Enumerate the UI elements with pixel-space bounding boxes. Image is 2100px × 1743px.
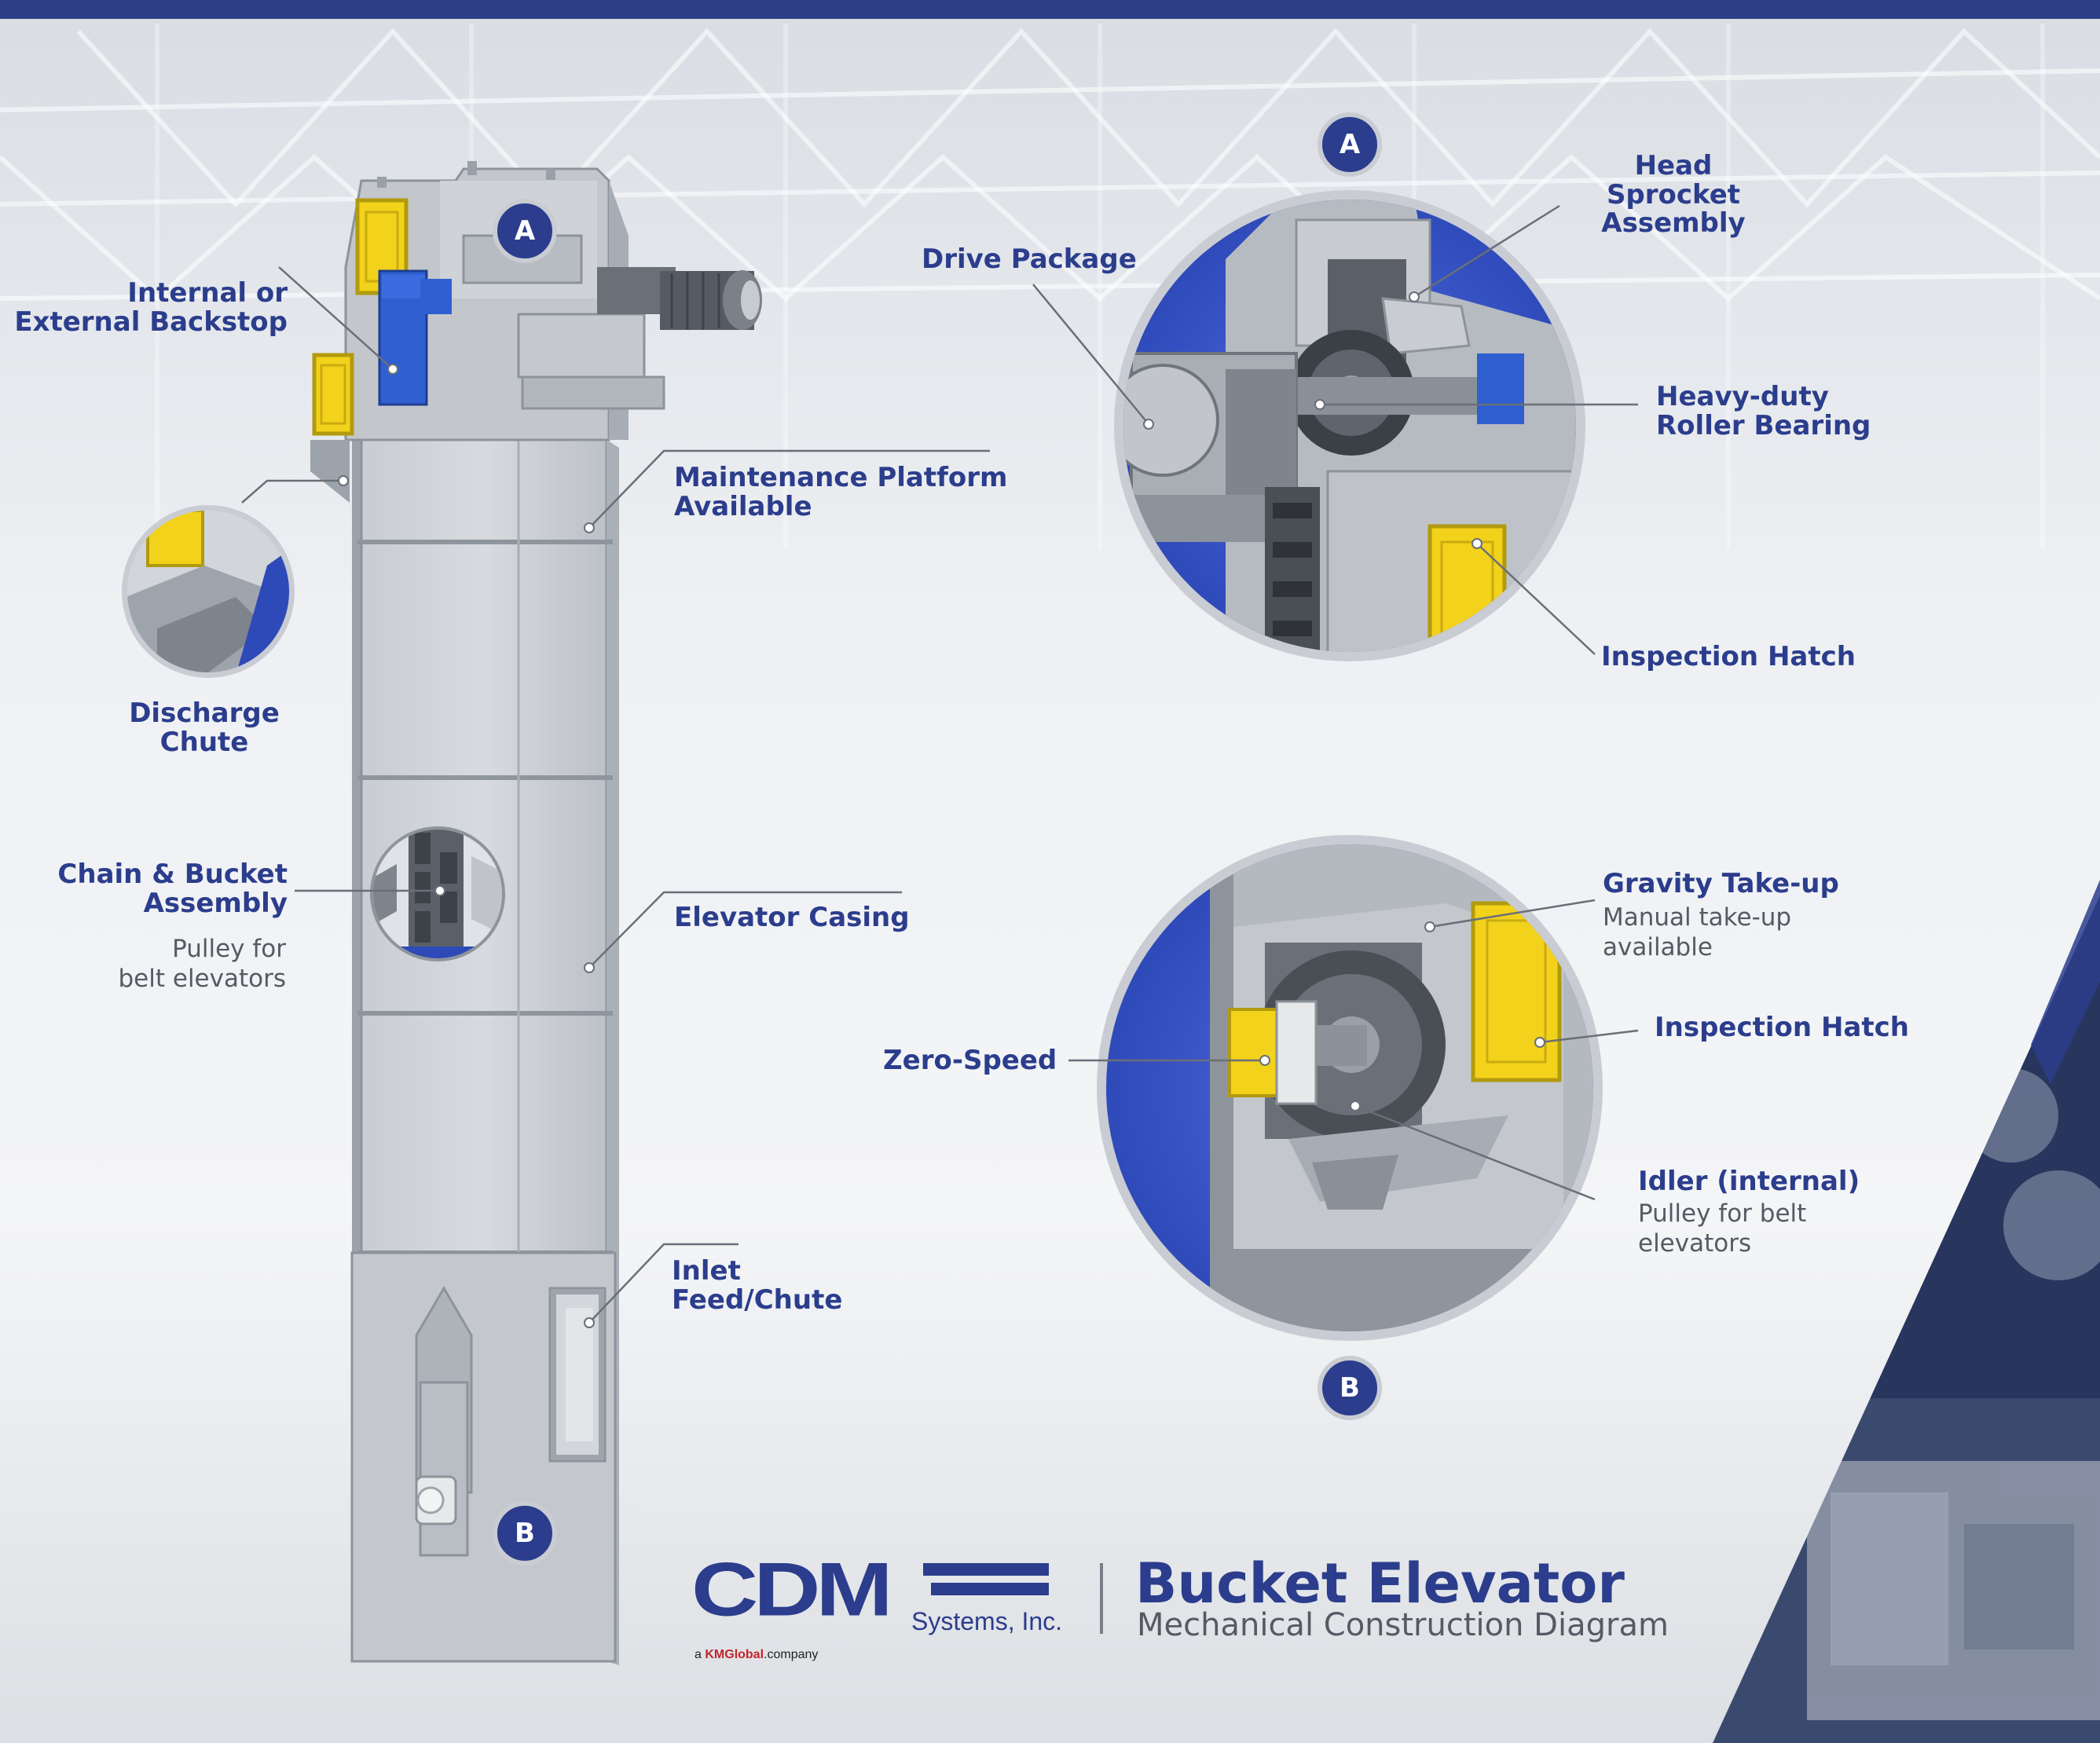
- leader-lines: [241, 204, 1639, 1324]
- head-section: [310, 161, 762, 503]
- badge-a-detail: A: [1318, 112, 1382, 177]
- label-elevator-casing: Elevator Casing: [674, 902, 910, 933]
- leader-dots: [338, 291, 1545, 1328]
- brand-divider: [1100, 1563, 1103, 1634]
- discharge-detail: [122, 505, 295, 678]
- logo-systems: Systems, Inc.: [911, 1607, 1063, 1635]
- label-idler: Idler (internal): [1638, 1166, 1860, 1197]
- label-inspection-hatch-a: Inspection Hatch: [1601, 641, 1856, 672]
- label-drive-package: Drive Package: [922, 244, 1137, 275]
- page-title: Bucket Elevator: [1135, 1551, 1625, 1616]
- note-chain-bucket: Pulley for belt elevators: [118, 935, 287, 993]
- label-head-sprocket: Head Sprocket Assembly: [1601, 150, 1746, 240]
- logo-stripes: [923, 1563, 1049, 1595]
- label-inspection-hatch-b: Inspection Hatch: [1655, 1012, 1909, 1043]
- note-idler: Pulley for belt elevators: [1638, 1199, 1807, 1258]
- badge-b-tower: B: [493, 1501, 557, 1565]
- detail-circle-a: [1114, 190, 1585, 661]
- logo-cdm: CDM: [691, 1547, 893, 1632]
- page-subtitle: Mechanical Construction Diagram: [1137, 1607, 1669, 1643]
- label-zero-speed: Zero-Speed: [883, 1045, 1057, 1076]
- label-backstop: Internal or External Backstop: [14, 277, 288, 338]
- inlet-chute: [548, 1287, 607, 1463]
- badge-b-detail: B: [1318, 1356, 1382, 1420]
- label-chain-bucket: Chain & Bucket Assembly: [57, 859, 288, 919]
- label-gravity-takeup: Gravity Take-up: [1603, 868, 1839, 899]
- logo-tagline: a KMGlobal.company: [695, 1648, 819, 1661]
- note-gravity-takeup: Manual take-up available: [1603, 903, 1792, 961]
- label-discharge-chute: Discharge Chute: [129, 698, 280, 758]
- elevator-tower: [310, 161, 762, 1665]
- badge-a-tower: A: [493, 199, 557, 263]
- corner-blue-band: [2031, 880, 2100, 1084]
- label-roller-bearing: Heavy-duty Roller Bearing: [1656, 381, 1871, 441]
- top-bar: [0, 0, 2100, 19]
- label-maintenance-platform: Maintenance Platform Available: [674, 462, 1008, 522]
- label-inlet-feed: Inlet Feed/Chute: [672, 1255, 843, 1316]
